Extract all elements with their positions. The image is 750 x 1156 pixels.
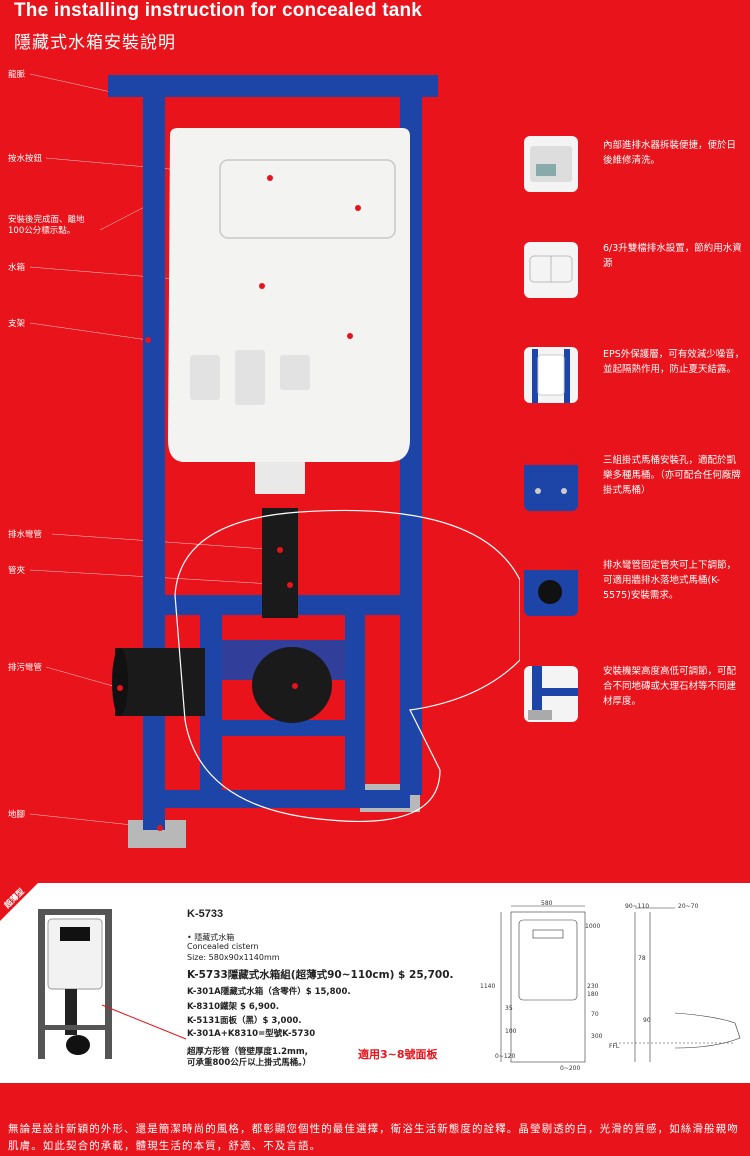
main-price: K-5733隱藏式水箱組(超薄式90~110cm) $ 25,700.	[187, 969, 454, 981]
price-item-combo: K-301A+K8310=型號K-5730	[187, 1029, 316, 1039]
dim-100: 100	[505, 1028, 517, 1035]
thumb-mounting-holes	[524, 455, 578, 511]
footer-slogan: 無論是設計新穎的外形、還是簡潔時尚的風格，都彰顯您個性的最佳選擇，衛浴生活新態度…	[8, 1123, 739, 1152]
label-waste-bend: 排污彎管	[8, 663, 43, 673]
price-item-panel: K-5131面板（黑）$ 3,000.	[187, 1016, 302, 1026]
label-dragon: 龍脈	[8, 70, 26, 80]
dim-depth: 90~110	[625, 903, 649, 910]
feature-note-5: 排水彎管固定管夾可上下調節，可適用牆排水落地式馬桶(K-5575)安裝需求。	[603, 560, 737, 601]
label-pipe-clamp: 管夾	[8, 566, 26, 576]
dim-70: 70	[591, 1011, 599, 1018]
dim-90: 90	[643, 1017, 651, 1024]
dim-1000: 1000	[585, 923, 600, 930]
label-tank: 水箱	[8, 263, 26, 273]
label-foot: 地腳	[8, 810, 26, 820]
feature-note-4: 三組掛式馬桶安裝孔，適配於凱樂多種馬桶。（亦可配合任何廠牌掛式馬桶）	[603, 455, 741, 496]
feature-note-1: 內部進排水器拆裝便捷，便於日後維修清洗。	[603, 140, 737, 166]
thumb-adjustable-height	[524, 666, 578, 722]
model-number: K-5733	[187, 908, 224, 920]
label-finish-height: 100公分標示點。	[8, 226, 76, 236]
dim-78: 78	[638, 955, 646, 962]
pipe-note-line2: 可承重800公斤以上掛式馬桶。）	[187, 1058, 311, 1068]
label-frame: 支架	[8, 319, 26, 329]
title-chinese: 隱藏式水箱安裝說明	[14, 33, 176, 53]
price-item-tank: K-301A隱藏式水箱（含零件）$ 15,800.	[187, 987, 351, 997]
dim-height: 1140	[480, 983, 495, 990]
product-size: Size: 580x90x1140mm	[187, 953, 280, 962]
concealed-tank-illustration	[29, 73, 520, 848]
title-english: The installing instruction for concealed…	[14, 0, 423, 21]
product-photo	[38, 909, 112, 1059]
feature-note-3: EPS外保護層，可有效減少噪音，並起隔熱作用，防止夏天結露。	[603, 349, 745, 375]
thumb-pipe-clamp	[524, 560, 578, 616]
product-name-en: Concealed cistern	[187, 942, 259, 951]
callout-line	[101, 1004, 187, 1040]
product-name-zh: • 隱藏式水箱	[187, 933, 235, 942]
dim-180: 180	[587, 991, 599, 998]
dim-0-120: 0~120	[495, 1053, 515, 1060]
panel-compatibility: 適用3~8號面板	[358, 1048, 438, 1061]
price-item-frame: K-8310鐵架 $ 6,900.	[187, 1002, 279, 1012]
feature-note-2: 6/3升雙檔排水設置，節約用水資源	[603, 243, 742, 269]
dimension-drawing: 580 1140 1000 230 180 35 100 0~120 70 30…	[480, 900, 741, 1072]
label-flush-button: 按水按鈕	[8, 154, 43, 164]
dim-35: 35	[505, 1005, 513, 1012]
dim-width: 580	[541, 900, 553, 907]
label-drain-bend: 排水彎管	[8, 530, 43, 540]
dim-230: 230	[587, 983, 599, 990]
dim-300: 300	[591, 1033, 603, 1040]
spec-panel: 超薄型 K-5733 • 隱藏式水箱 Concealed cistern Siz…	[0, 883, 750, 1083]
ultra-thin-badge	[0, 883, 38, 921]
thumb-dual-flush	[524, 242, 578, 298]
label-finish-surface: 安裝後完成面、離地	[8, 215, 85, 225]
thumb-inner-valves	[524, 136, 578, 192]
dim-0-200: 0~200	[560, 1065, 580, 1072]
feature-note-6: 安裝機架高度高低可調節，可配合不同地磚或大理石材等不同建材厚度。	[603, 666, 737, 707]
dim-ffl: FFL	[609, 1043, 620, 1050]
thumb-eps-layer	[524, 347, 578, 403]
dim-20-70: 20~70	[678, 903, 698, 910]
pipe-note-line1: 超厚方形管（管壁厚度1.2mm,	[187, 1047, 309, 1057]
